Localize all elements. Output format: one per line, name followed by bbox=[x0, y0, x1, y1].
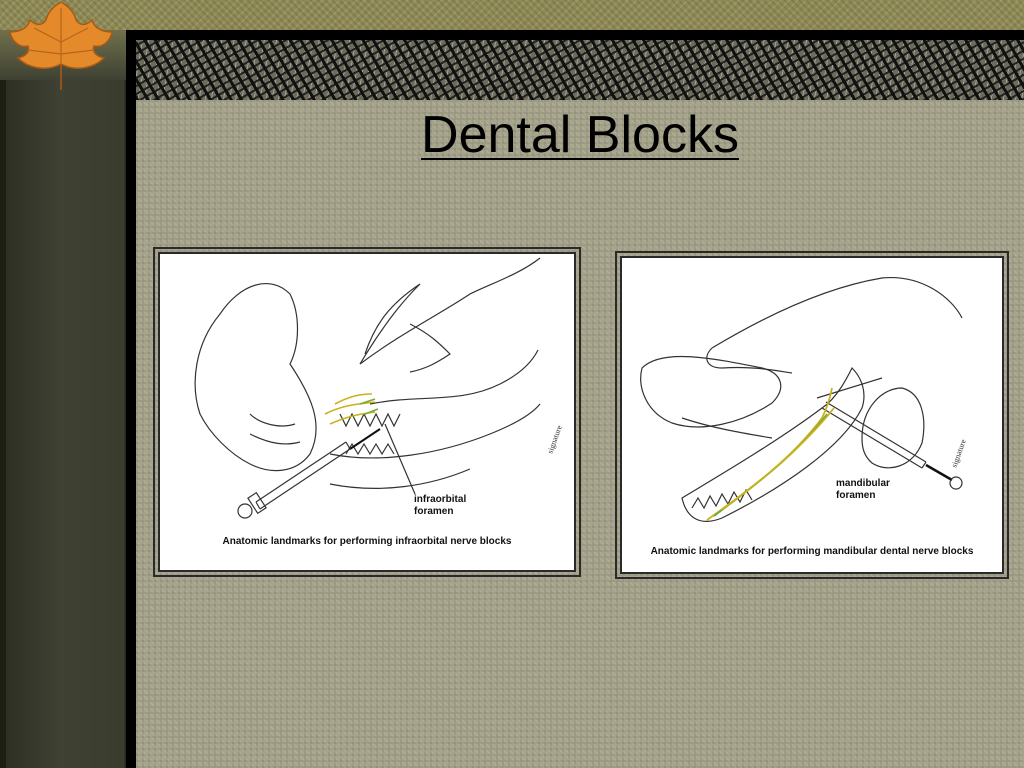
frame-left-border bbox=[126, 30, 136, 768]
mandibular-foramen-label: mandibular foramen bbox=[836, 478, 890, 502]
mandibular-illustration: signature bbox=[640, 276, 968, 522]
figure-infraorbital: signature infraorbital foramen Anatomic … bbox=[153, 247, 581, 577]
figure-caption: Anatomic landmarks for performing infrao… bbox=[222, 536, 512, 547]
figure-caption: Anatomic landmarks for performing mandib… bbox=[650, 546, 974, 557]
slide-title: Dental Blocks bbox=[421, 106, 739, 164]
label-line: infraorbital bbox=[414, 494, 467, 505]
maple-leaf-icon bbox=[9, 2, 113, 90]
top-texture-band bbox=[0, 0, 1024, 30]
svg-text:signature: signature bbox=[545, 424, 564, 455]
title-banner bbox=[136, 40, 1024, 100]
left-sidebar bbox=[0, 30, 126, 768]
frame-top-border bbox=[126, 30, 1024, 40]
svg-text:signature: signature bbox=[949, 438, 968, 469]
label-line: foramen bbox=[836, 490, 876, 501]
infraorbital-foramen-label: infraorbital foramen bbox=[414, 494, 466, 518]
label-line: foramen bbox=[414, 506, 454, 517]
label-line: mandibular bbox=[836, 478, 890, 489]
figure-mandibular: signature mandibular foramen Anatomic la… bbox=[615, 251, 1009, 579]
infraorbital-illustration: signature bbox=[194, 257, 564, 519]
